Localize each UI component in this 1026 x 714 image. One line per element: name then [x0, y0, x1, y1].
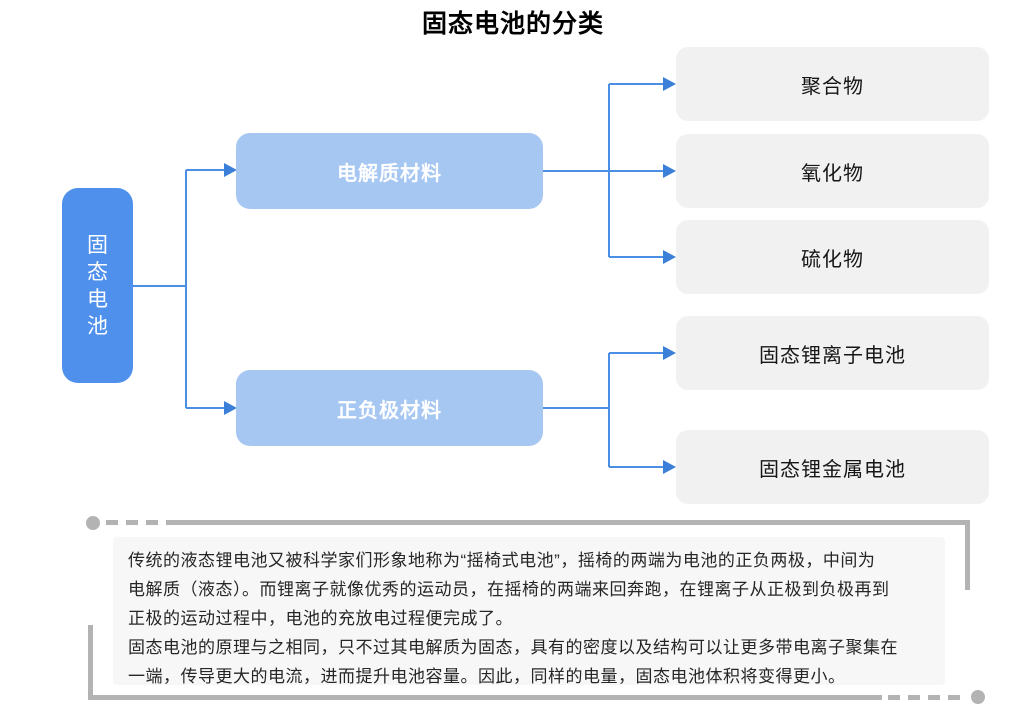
frame-left-line — [88, 625, 93, 700]
arrowhead-icon — [663, 164, 676, 178]
node-oxide: 氧化物 — [676, 134, 989, 208]
node-label: 硫化物 — [801, 248, 864, 271]
frame-bottom-line — [88, 695, 882, 700]
frame-dashed-line — [106, 520, 176, 525]
frame-top-line — [176, 520, 970, 525]
root-branch-connector — [133, 169, 225, 409]
note-line: 传统的液态锂电池又被科学家们形象地称为“摇椅式电池”，摇椅的两端为电池的正负两极… — [128, 551, 876, 570]
electrode-leaves-connector — [543, 352, 664, 468]
arrowhead-icon — [663, 346, 676, 360]
node-solid-state-li-ion-battery: 固态锂离子电池 — [676, 316, 989, 390]
node-label: 固态锂离子电池 — [759, 344, 906, 367]
node-sulfide: 硫化物 — [676, 220, 989, 294]
note-line: 电解质（液态）。而锂离子就像优秀的运动员，在摇椅的两端来回奔跑，在锂离子从正极到… — [128, 580, 890, 599]
node-label: 氧化物 — [801, 162, 864, 185]
node-electrode-materials: 正负极材料 — [236, 370, 543, 446]
arrowhead-icon — [224, 401, 237, 415]
note-line: 正极的运动过程中，电池的充放电过程便完成了。 — [128, 609, 513, 628]
description-note: 传统的液态锂电池又被科学家们形象地称为“摇椅式电池”，摇椅的两端为电池的正负两极… — [113, 537, 945, 686]
frame-dashed-line — [888, 695, 968, 700]
frame-dot-icon — [971, 690, 985, 704]
arrowhead-icon — [663, 77, 676, 91]
frame-dot-icon — [86, 516, 100, 530]
node-label: 电解质材料 — [337, 162, 442, 185]
note-line: 一端，传导更大的电流，进而提升电池容量。因此，同样的电量，固态电池体积将变得更小… — [128, 667, 846, 686]
page-title: 固态电池的分类 — [421, 10, 604, 38]
node-electrolyte-materials: 电解质材料 — [236, 133, 543, 209]
arrowhead-icon — [663, 250, 676, 264]
node-solid-state-li-metal-battery: 固态锂金属电池 — [676, 430, 989, 504]
note-line: 固态电池的原理与之相同，只不过其电解质为固态，具有的密度以及结构可以让更多带电离… — [128, 638, 898, 657]
electrolyte-leaves-connector — [543, 83, 664, 258]
node-label: 固态锂金属电池 — [759, 458, 906, 481]
node-solid-state-battery: 固态电池 — [62, 188, 133, 383]
arrowhead-icon — [224, 163, 237, 177]
arrowhead-icon — [663, 460, 676, 474]
node-label: 聚合物 — [801, 75, 864, 98]
node-label: 正负极材料 — [337, 399, 442, 422]
frame-right-line — [965, 520, 970, 590]
node-label: 固态电池 — [87, 233, 108, 338]
node-polymer: 聚合物 — [676, 47, 989, 121]
